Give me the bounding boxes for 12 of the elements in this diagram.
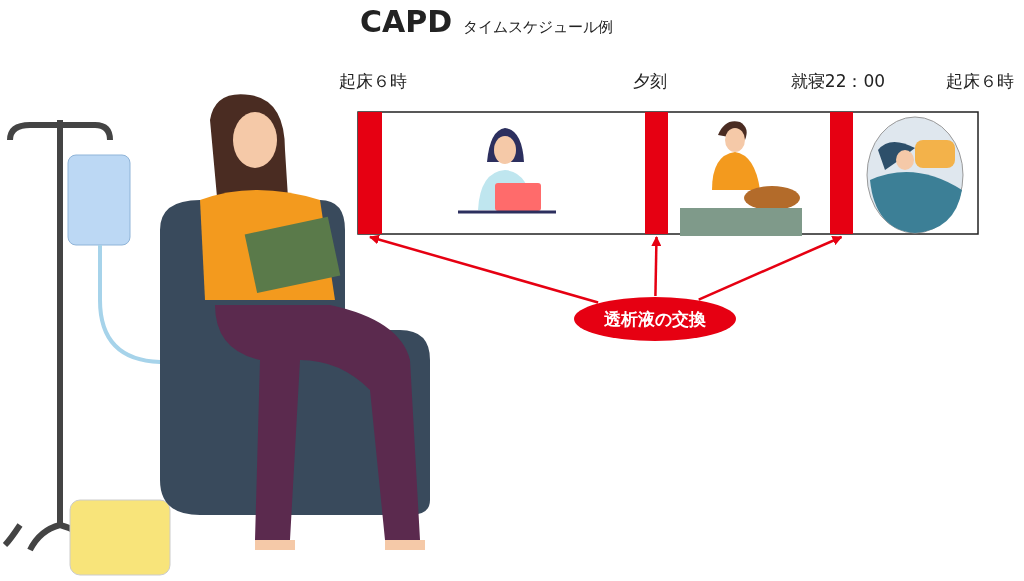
marker-bar	[830, 112, 853, 234]
time-label: 起床６時	[339, 70, 407, 93]
arrow	[698, 235, 843, 301]
marker-bar	[358, 112, 382, 234]
arrow	[369, 234, 599, 304]
title: CAPD タイムスケジュール例	[360, 3, 613, 40]
time-label: 夕刻	[633, 70, 667, 93]
time-label: 就寝22：00	[790, 70, 886, 93]
callout-ellipse: 透析液の交換	[573, 296, 737, 342]
marker-bar	[645, 112, 668, 234]
arrow	[651, 236, 662, 297]
time-label: 起床６時	[946, 70, 1014, 93]
